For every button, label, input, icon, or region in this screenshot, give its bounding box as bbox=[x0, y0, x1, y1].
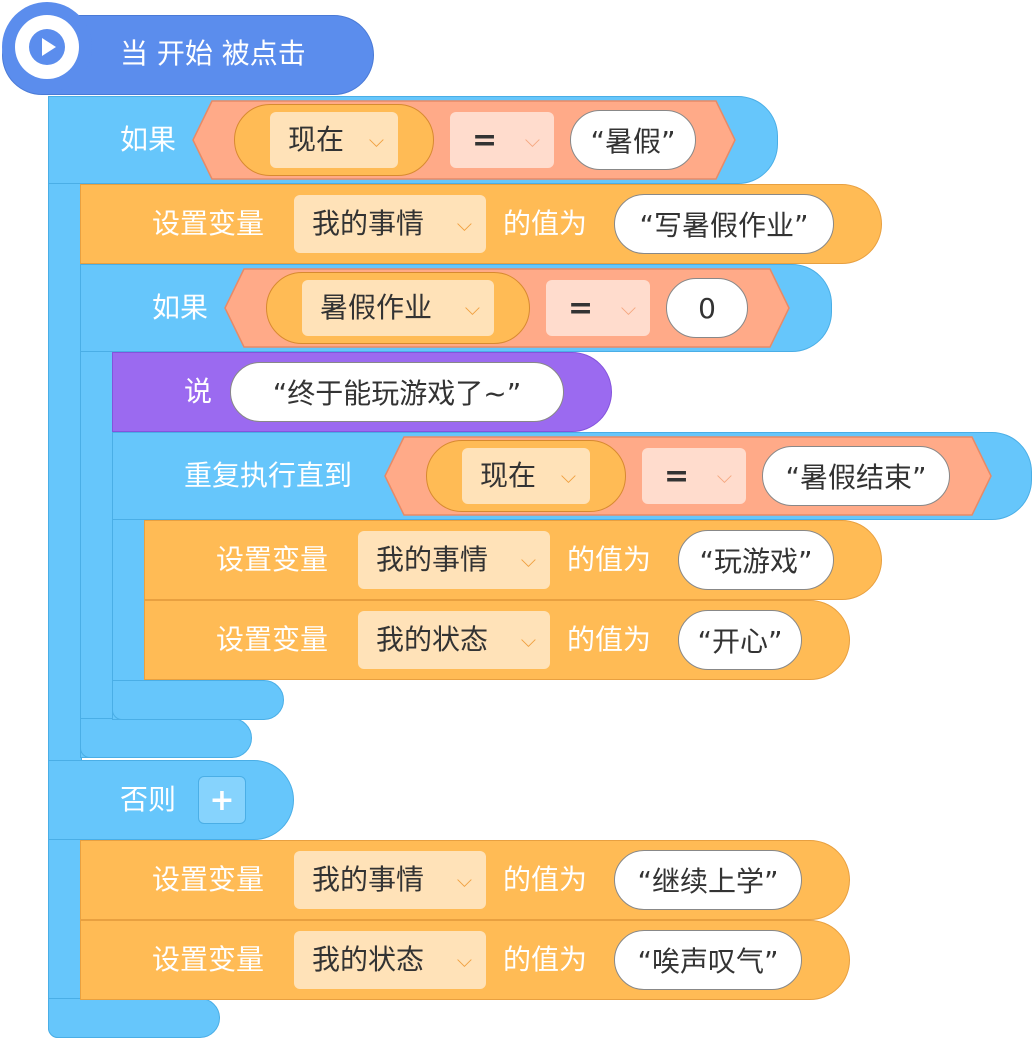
play-icon bbox=[29, 29, 65, 65]
chevron-down-icon: ⌵ bbox=[464, 296, 480, 320]
if2-variable-text: 暑假作业 bbox=[320, 291, 433, 324]
hat-label: 当 开始 被点击 bbox=[120, 37, 306, 70]
set2-variable-dropdown[interactable]: 我的事情 ⌵ bbox=[358, 531, 550, 589]
repeat-operator-text: = bbox=[664, 458, 690, 494]
else-add-button[interactable]: + bbox=[198, 776, 246, 824]
if2-operator-text: = bbox=[568, 290, 594, 326]
chevron-down-icon: ⌵ bbox=[520, 548, 536, 572]
if-block-left-arm bbox=[48, 96, 82, 1038]
chevron-down-icon: ⌵ bbox=[456, 948, 472, 972]
chevron-down-icon: ⌵ bbox=[456, 212, 472, 236]
play-icon-circle bbox=[15, 15, 79, 79]
set3-label: 设置变量 bbox=[216, 623, 329, 656]
set1-value-label: 的值为 bbox=[503, 207, 588, 240]
chevron-down-icon: ⌵ bbox=[520, 628, 536, 652]
if2-operator-dropdown[interactable]: = ⌵ bbox=[546, 280, 650, 336]
repeat-variable-text: 现在 bbox=[480, 459, 537, 492]
set1-value-input[interactable]: “写暑假作业” bbox=[614, 194, 834, 254]
else-label: 否则 bbox=[120, 783, 177, 816]
if2-variable-dropdown[interactable]: 暑假作业 ⌵ bbox=[302, 280, 494, 336]
chevron-down-icon: ⌵ bbox=[368, 128, 384, 152]
if1-variable-dropdown[interactable]: 现在 ⌵ bbox=[270, 112, 398, 168]
set5-value-label: 的值为 bbox=[503, 943, 588, 976]
if1-operator-dropdown[interactable]: = ⌵ bbox=[450, 112, 554, 168]
set3-value-input[interactable]: “开心” bbox=[678, 610, 802, 670]
set5-variable-text: 我的状态 bbox=[312, 943, 425, 976]
set5-value-input[interactable]: “唉声叹气” bbox=[614, 930, 802, 990]
chevron-down-icon: ⌵ bbox=[716, 464, 732, 488]
set3-value-label: 的值为 bbox=[567, 623, 652, 656]
set5-variable-dropdown[interactable]: 我的状态 ⌵ bbox=[294, 931, 486, 989]
set4-value-label: 的值为 bbox=[503, 863, 588, 896]
set2-value-label: 的值为 bbox=[567, 543, 652, 576]
set2-value-input[interactable]: “玩游戏” bbox=[678, 530, 834, 590]
chevron-down-icon: ⌵ bbox=[620, 296, 636, 320]
set1-variable-text: 我的事情 bbox=[312, 207, 425, 240]
chevron-down-icon: ⌵ bbox=[524, 128, 540, 152]
set2-variable-text: 我的事情 bbox=[376, 543, 489, 576]
if-block-bottom bbox=[48, 998, 220, 1038]
repeat-variable-dropdown[interactable]: 现在 ⌵ bbox=[462, 448, 590, 504]
say-value-input[interactable]: “终于能玩游戏了~” bbox=[230, 362, 564, 422]
if1-variable-text: 现在 bbox=[288, 123, 345, 156]
repeat-operator-dropdown[interactable]: = ⌵ bbox=[642, 448, 746, 504]
repeat-value-input[interactable]: “暑假结束” bbox=[762, 446, 950, 506]
set4-variable-dropdown[interactable]: 我的事情 ⌵ bbox=[294, 851, 486, 909]
if1-value-input[interactable]: “暑假” bbox=[570, 110, 696, 170]
set4-value-input[interactable]: “继续上学” bbox=[614, 850, 802, 910]
set3-variable-dropdown[interactable]: 我的状态 ⌵ bbox=[358, 611, 550, 669]
chevron-down-icon: ⌵ bbox=[560, 464, 576, 488]
if1-label: 如果 bbox=[120, 123, 177, 156]
set4-variable-text: 我的事情 bbox=[312, 863, 425, 896]
chevron-down-icon: ⌵ bbox=[456, 868, 472, 892]
repeat-label: 重复执行直到 bbox=[184, 459, 353, 492]
repeat-bottom bbox=[112, 680, 284, 720]
if1-operator-text: = bbox=[472, 122, 498, 158]
set4-label: 设置变量 bbox=[152, 863, 265, 896]
set1-label: 设置变量 bbox=[152, 207, 265, 240]
if2-label: 如果 bbox=[152, 291, 209, 324]
say-label: 说 bbox=[184, 375, 213, 408]
start-button[interactable] bbox=[2, 2, 92, 92]
set5-label: 设置变量 bbox=[152, 943, 265, 976]
inner-if-bottom bbox=[80, 718, 252, 758]
if2-value-input[interactable]: 0 bbox=[666, 278, 748, 338]
set3-variable-text: 我的状态 bbox=[376, 623, 489, 656]
if-block-else-row[interactable] bbox=[48, 760, 294, 840]
set2-label: 设置变量 bbox=[216, 543, 329, 576]
set1-variable-dropdown[interactable]: 我的事情 ⌵ bbox=[294, 195, 486, 253]
